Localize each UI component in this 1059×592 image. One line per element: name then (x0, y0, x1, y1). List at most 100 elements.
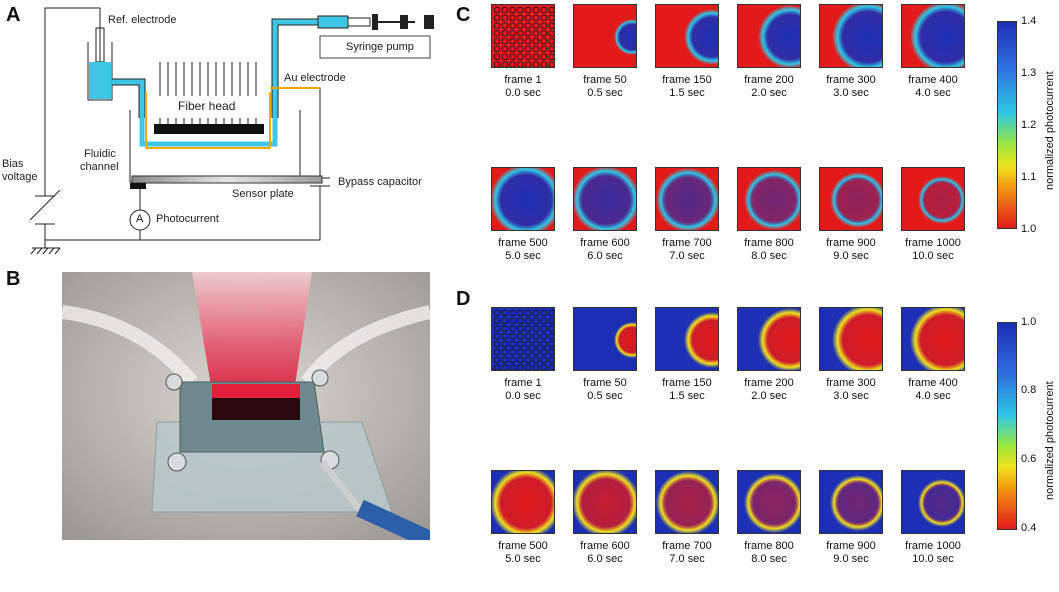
heatmap-tile-c (491, 167, 555, 231)
heatmap-blob (830, 172, 882, 228)
heatmap-tile-c (491, 4, 555, 68)
photocurrent-label: Photocurrent (156, 213, 219, 225)
frame-time-c: 10.0 sec (912, 250, 954, 262)
au-electrode-label: Au electrode (284, 72, 346, 84)
bias-wire-top (44, 7, 101, 196)
frame-time-c: 6.0 sec (587, 250, 623, 262)
fiber-head-label-bg (154, 96, 264, 118)
heatmap-tile-c (655, 4, 719, 68)
panel-label-c: C (456, 4, 471, 26)
frame-time-c: 9.0 sec (833, 250, 869, 262)
fiber-dot-grid (493, 309, 554, 370)
sensor-plate (131, 175, 323, 184)
ammeter-symbol-label: A (136, 213, 144, 225)
colorbar-d (997, 322, 1017, 530)
frame-number-c: frame 300 (826, 74, 876, 86)
syringe-barrel (317, 15, 349, 29)
ground-wire (44, 186, 321, 241)
bias-voltage-source (29, 189, 61, 225)
ammeter-circle (129, 209, 151, 231)
panel-label-d: D (456, 288, 471, 310)
frame-time-d: 2.0 sec (751, 390, 787, 402)
frame-time-d: 8.0 sec (751, 553, 787, 565)
heatmap-tile-d (901, 307, 965, 371)
heatmap-blob (492, 168, 554, 230)
heatmap-tile-c (655, 167, 719, 231)
heatmap-blob (910, 308, 964, 370)
syringe-pump-label: Syringe pump (346, 41, 414, 53)
heatmap-blob (830, 475, 882, 531)
sensor-plate-label: Sensor plate (232, 188, 294, 200)
frame-number-d: frame 600 (580, 540, 630, 552)
syringe-pump-box (319, 35, 431, 59)
heatmap-blob (918, 176, 964, 224)
ground-symbol (30, 247, 61, 255)
frame-number-c: frame 200 (744, 74, 794, 86)
colorbar-d-tick-08: 0.8 (1021, 384, 1037, 396)
heatmap-tile-c (901, 4, 965, 68)
frame-number-d: frame 150 (662, 377, 712, 389)
frame-number-c: frame 700 (662, 237, 712, 249)
heatmap-tile-d (573, 470, 637, 534)
colorbar-d-tick-min: 0.4 (1021, 522, 1037, 534)
bypass-capacitor-label: Bypass capacitor (338, 176, 422, 188)
heatmap-tile-c (819, 167, 883, 231)
frame-number-d: frame 300 (826, 377, 876, 389)
panel-label-b: B (6, 268, 21, 290)
frame-number-c: frame 150 (662, 74, 712, 86)
frame-number-c: frame 1000 (905, 237, 961, 249)
colorbar-d-tick-06: 0.6 (1021, 453, 1037, 465)
frame-time-c: 4.0 sec (915, 87, 951, 99)
heatmap-blob (744, 473, 800, 533)
heatmap-tile-d (491, 470, 555, 534)
frame-number-d: frame 700 (662, 540, 712, 552)
frame-time-d: 6.0 sec (587, 553, 623, 565)
heatmap-blob (744, 170, 800, 230)
heatmap-tile-d (737, 307, 801, 371)
heatmap-blob (614, 19, 636, 55)
heatmap-tile-d (655, 470, 719, 534)
frame-number-d: frame 200 (744, 377, 794, 389)
heatmap-tile-d (573, 307, 637, 371)
heatmap-tile-c (573, 4, 637, 68)
device-photo (62, 272, 430, 540)
frame-number-c: frame 400 (908, 74, 958, 86)
heatmap-blob (758, 308, 800, 370)
frame-number-d: frame 1000 (905, 540, 961, 552)
colorbar-c-label: normalized photocurrent (1044, 71, 1056, 190)
bias-label-line1: Bias (2, 158, 24, 170)
heatmap-tile-c (819, 4, 883, 68)
heatmap-blob (910, 5, 964, 67)
heatmap-tile-d (491, 307, 555, 371)
heatmap-blob (656, 168, 718, 230)
colorbar-c-tick-min: 1.0 (1021, 223, 1037, 235)
setup-schematic (29, 7, 434, 255)
heatmap-tile-c (901, 167, 965, 231)
frame-number-c: frame 500 (498, 237, 548, 249)
heatmap-tile-d (737, 470, 801, 534)
ref-electrode-label: Ref. electrode (108, 14, 177, 26)
frame-time-d: 3.0 sec (833, 390, 869, 402)
heatmap-blob (832, 308, 882, 370)
frame-number-c: frame 50 (583, 74, 627, 86)
frame-time-c: 2.0 sec (751, 87, 787, 99)
fiber-head-tip (154, 124, 264, 134)
frame-number-d: frame 900 (826, 540, 876, 552)
au-electrode-trace (145, 92, 271, 149)
heatmap-blob (574, 471, 636, 533)
capacitor-wire (282, 87, 321, 178)
heatmap-blob (574, 168, 636, 230)
panel-label-a: A (6, 4, 21, 26)
frame-time-c: 5.0 sec (505, 250, 541, 262)
colorbar-d-label: normalized photocurrent (1044, 381, 1056, 500)
frame-time-d: 10.0 sec (912, 553, 954, 565)
colorbar-c-tick-12: 1.2 (1021, 119, 1037, 131)
frame-number-c: frame 1 (504, 74, 542, 86)
frame-number-d: frame 800 (744, 540, 794, 552)
heatmap-tile-c (737, 167, 801, 231)
frame-time-d: 0.5 sec (587, 390, 623, 402)
heatmap-blob (684, 312, 718, 368)
heatmap-tile-d (819, 307, 883, 371)
bias-label-line2: voltage (2, 171, 38, 183)
heatmap-tile-d (819, 470, 883, 534)
